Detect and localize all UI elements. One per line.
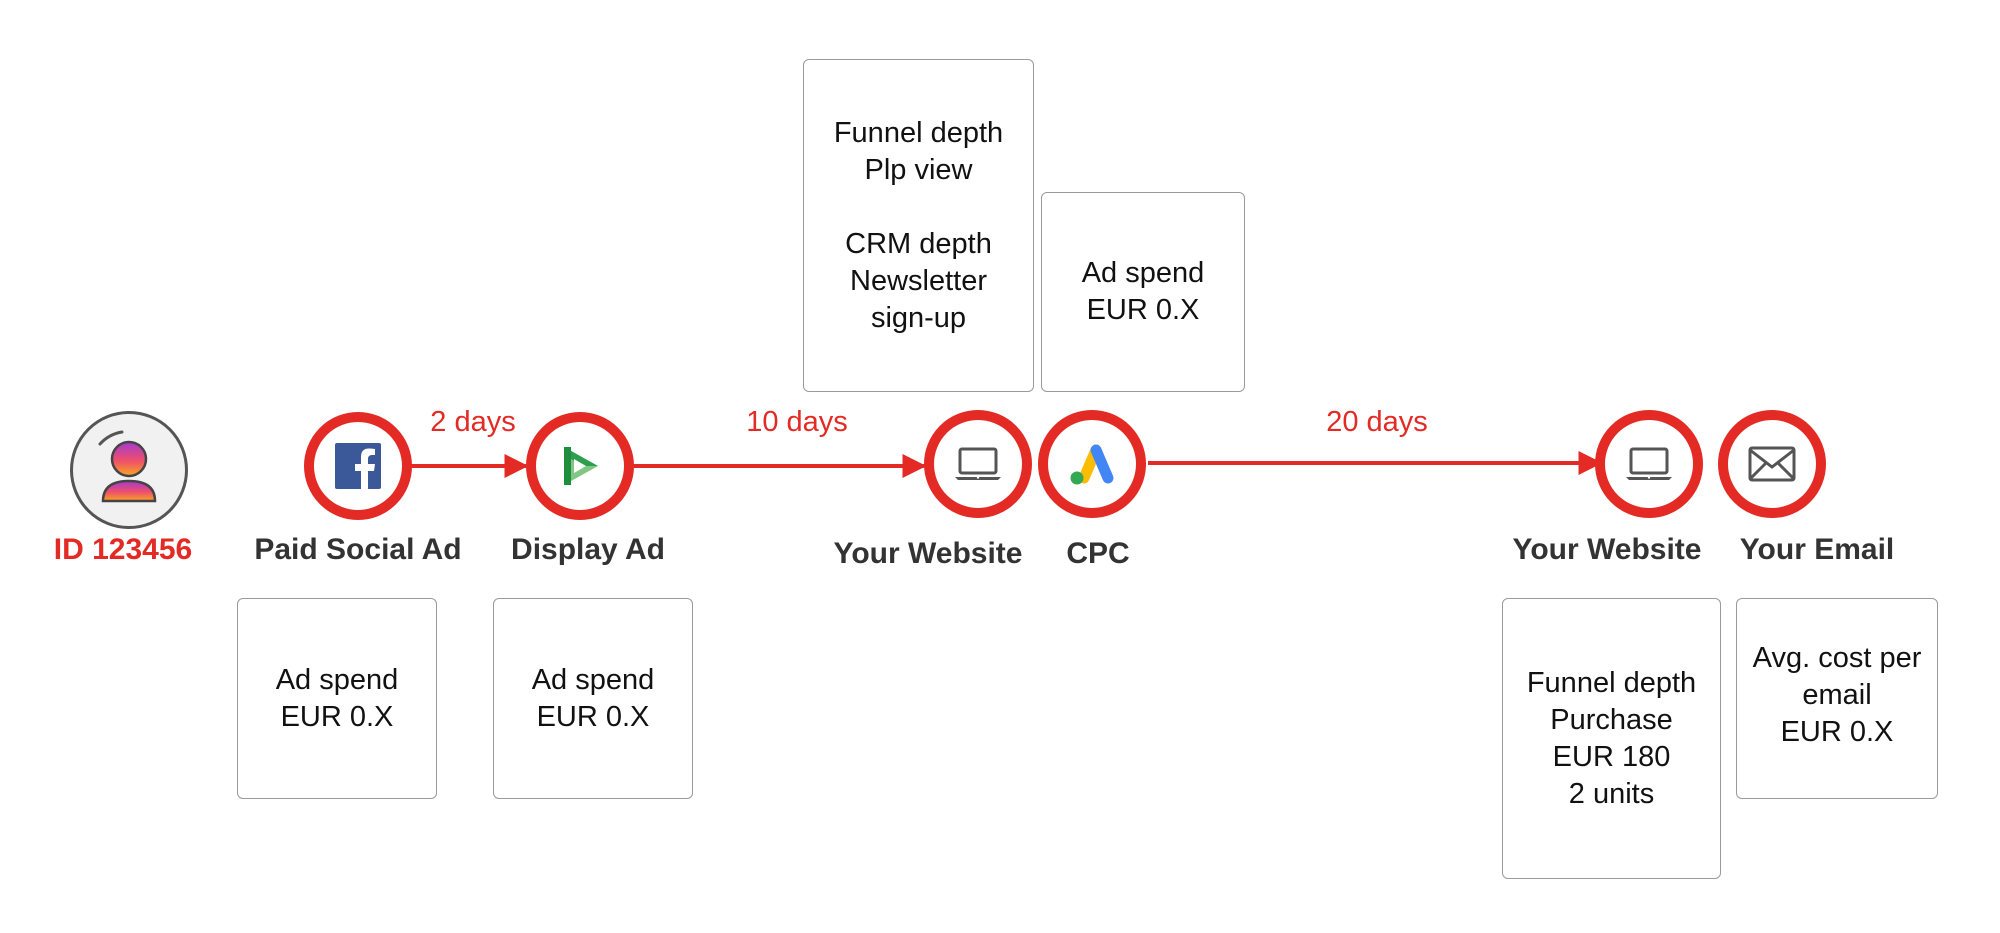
user-avatar (70, 411, 188, 529)
interval-label: 2 days (430, 406, 516, 438)
box-line: EUR 0.X (1780, 716, 1894, 748)
laptop-icon (955, 447, 1001, 480)
interval-label: 10 days (746, 406, 848, 438)
user-icon (98, 430, 157, 503)
node-label: Your Email (1739, 533, 1895, 566)
box-line: Avg. cost per email (1752, 642, 1922, 711)
google-ads-icon (1070, 444, 1114, 485)
paid-social-spend-box: Ad spend EUR 0.X (237, 598, 437, 799)
user-id-label: ID 123456 (53, 533, 193, 566)
box-line: sign-up (870, 301, 967, 334)
email-cost-box: Avg. cost per email EUR 0.X (1736, 598, 1938, 799)
facebook-icon (335, 443, 381, 489)
box-line: 2 units (1568, 777, 1655, 810)
box-line: EUR 0.X (280, 700, 394, 733)
box-line: EUR 180 (1552, 740, 1671, 773)
box-line: EUR 0.X (536, 700, 650, 733)
box-line: Funnel depth (1526, 666, 1697, 699)
cpc-spend-box: Ad spend EUR 0.X (1041, 192, 1245, 392)
node-label: Paid Social Ad (254, 533, 462, 566)
display-ad-node (526, 412, 634, 520)
node-label: Your Website (1512, 533, 1702, 566)
box-line: Newsletter (850, 264, 987, 297)
purchase-metrics-box: Funnel depth Purchase EUR 180 2 units (1502, 598, 1721, 879)
box-line: Plp view (864, 153, 973, 186)
node-label: Your Website (833, 537, 1023, 570)
box-line: Purchase (1550, 703, 1673, 736)
cpc-node (1038, 410, 1146, 518)
box-line: Ad spend (531, 663, 655, 696)
box-line: Funnel depth (833, 116, 1004, 149)
box-line: EUR 0.X (1086, 294, 1200, 326)
envelope-icon (1748, 446, 1796, 482)
box-line: Ad spend (275, 663, 399, 696)
node-label: CPC (1066, 537, 1130, 570)
display-spend-box: Ad spend EUR 0.X (493, 598, 693, 799)
box-line: Ad spend (1081, 257, 1205, 289)
website-metrics-box: Funnel depth Plp view CRM depth Newslett… (803, 59, 1034, 392)
email-node (1718, 410, 1826, 518)
paid-social-node (304, 412, 412, 520)
box-line: CRM depth (845, 227, 992, 260)
display-play-icon (564, 447, 598, 485)
interval-label: 20 days (1326, 406, 1428, 438)
node-label: Display Ad (511, 533, 665, 566)
website-node (1595, 410, 1703, 518)
laptop-icon (1626, 447, 1672, 480)
website-node (924, 410, 1032, 518)
